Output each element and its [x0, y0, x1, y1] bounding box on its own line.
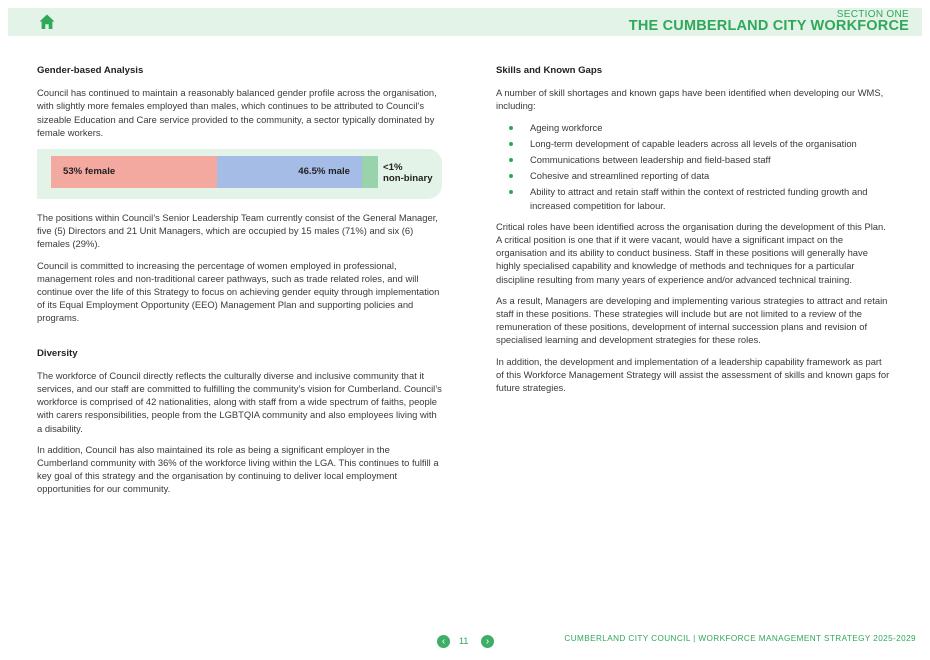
bar-nonbinary-label: <1% non-binary [383, 162, 433, 184]
skills-heading: Skills and Known Gaps [496, 65, 603, 76]
bar-female-label: 53% female [63, 166, 116, 178]
diversity-paragraph-1: The workforce of Council directly reflec… [37, 369, 442, 434]
bar-nonbinary [362, 156, 378, 189]
diversity-paragraph-2: In addition, Council has also maintained… [37, 443, 439, 495]
chevron-left-icon[interactable]: ‹ [437, 635, 450, 648]
section-title: THE CUMBERLAND CITY WORKFORCE [628, 18, 909, 34]
bar-female: 53% female [51, 156, 217, 189]
gender-paragraph-3: Council is committed to increasing the p… [37, 259, 440, 324]
skills-paragraph-3: In addition, the development and impleme… [496, 355, 890, 394]
skills-list-item: Ability to attract and retain staff with… [496, 185, 891, 211]
skills-list-item: Long-term development of capable leaders… [496, 137, 891, 150]
skills-list-item: Ageing workforce [496, 121, 891, 134]
gender-paragraph-1: Council has continued to maintain a reas… [37, 87, 437, 138]
skills-paragraph-2: As a result, Managers are developing and… [496, 294, 888, 346]
skills-paragraph-1: Critical roles have been identified acro… [496, 220, 886, 285]
gender-heading: Gender-based Analysis [37, 65, 144, 76]
skills-intro: A number of skill shortages and known ga… [496, 87, 884, 112]
bar-nonbinary-label-line2: non-binary [383, 173, 433, 185]
left-column: Gender-based Analysis Council has contin… [37, 64, 442, 504]
bar-male-label: 46.5% male [298, 166, 350, 178]
page-number: 11 [459, 636, 469, 646]
home-icon[interactable] [38, 13, 56, 31]
right-column: Skills and Known Gaps A number of skill … [496, 64, 891, 402]
skills-list-item: Communications between leadership and fi… [496, 153, 891, 166]
footer-org-text: CUMBERLAND CITY COUNCIL | WORKFORCE MANA… [564, 634, 916, 643]
header-band [8, 8, 922, 36]
diversity-heading: Diversity [37, 347, 78, 359]
bar-male: 46.5% male [217, 156, 362, 189]
gender-paragraph-2: The positions within Council’s Senior Le… [37, 212, 438, 250]
skills-list: Ageing workforce Long-term development o… [496, 121, 891, 212]
chevron-right-icon[interactable]: › [481, 635, 494, 648]
gender-profile-bar: 53% female 46.5% male <1% non-binary [37, 149, 442, 200]
bar-nonbinary-label-line1: <1% [383, 162, 403, 174]
section-label: SECTION ONE [836, 9, 909, 20]
skills-list-item: Cohesive and streamlined reporting of da… [496, 169, 891, 182]
